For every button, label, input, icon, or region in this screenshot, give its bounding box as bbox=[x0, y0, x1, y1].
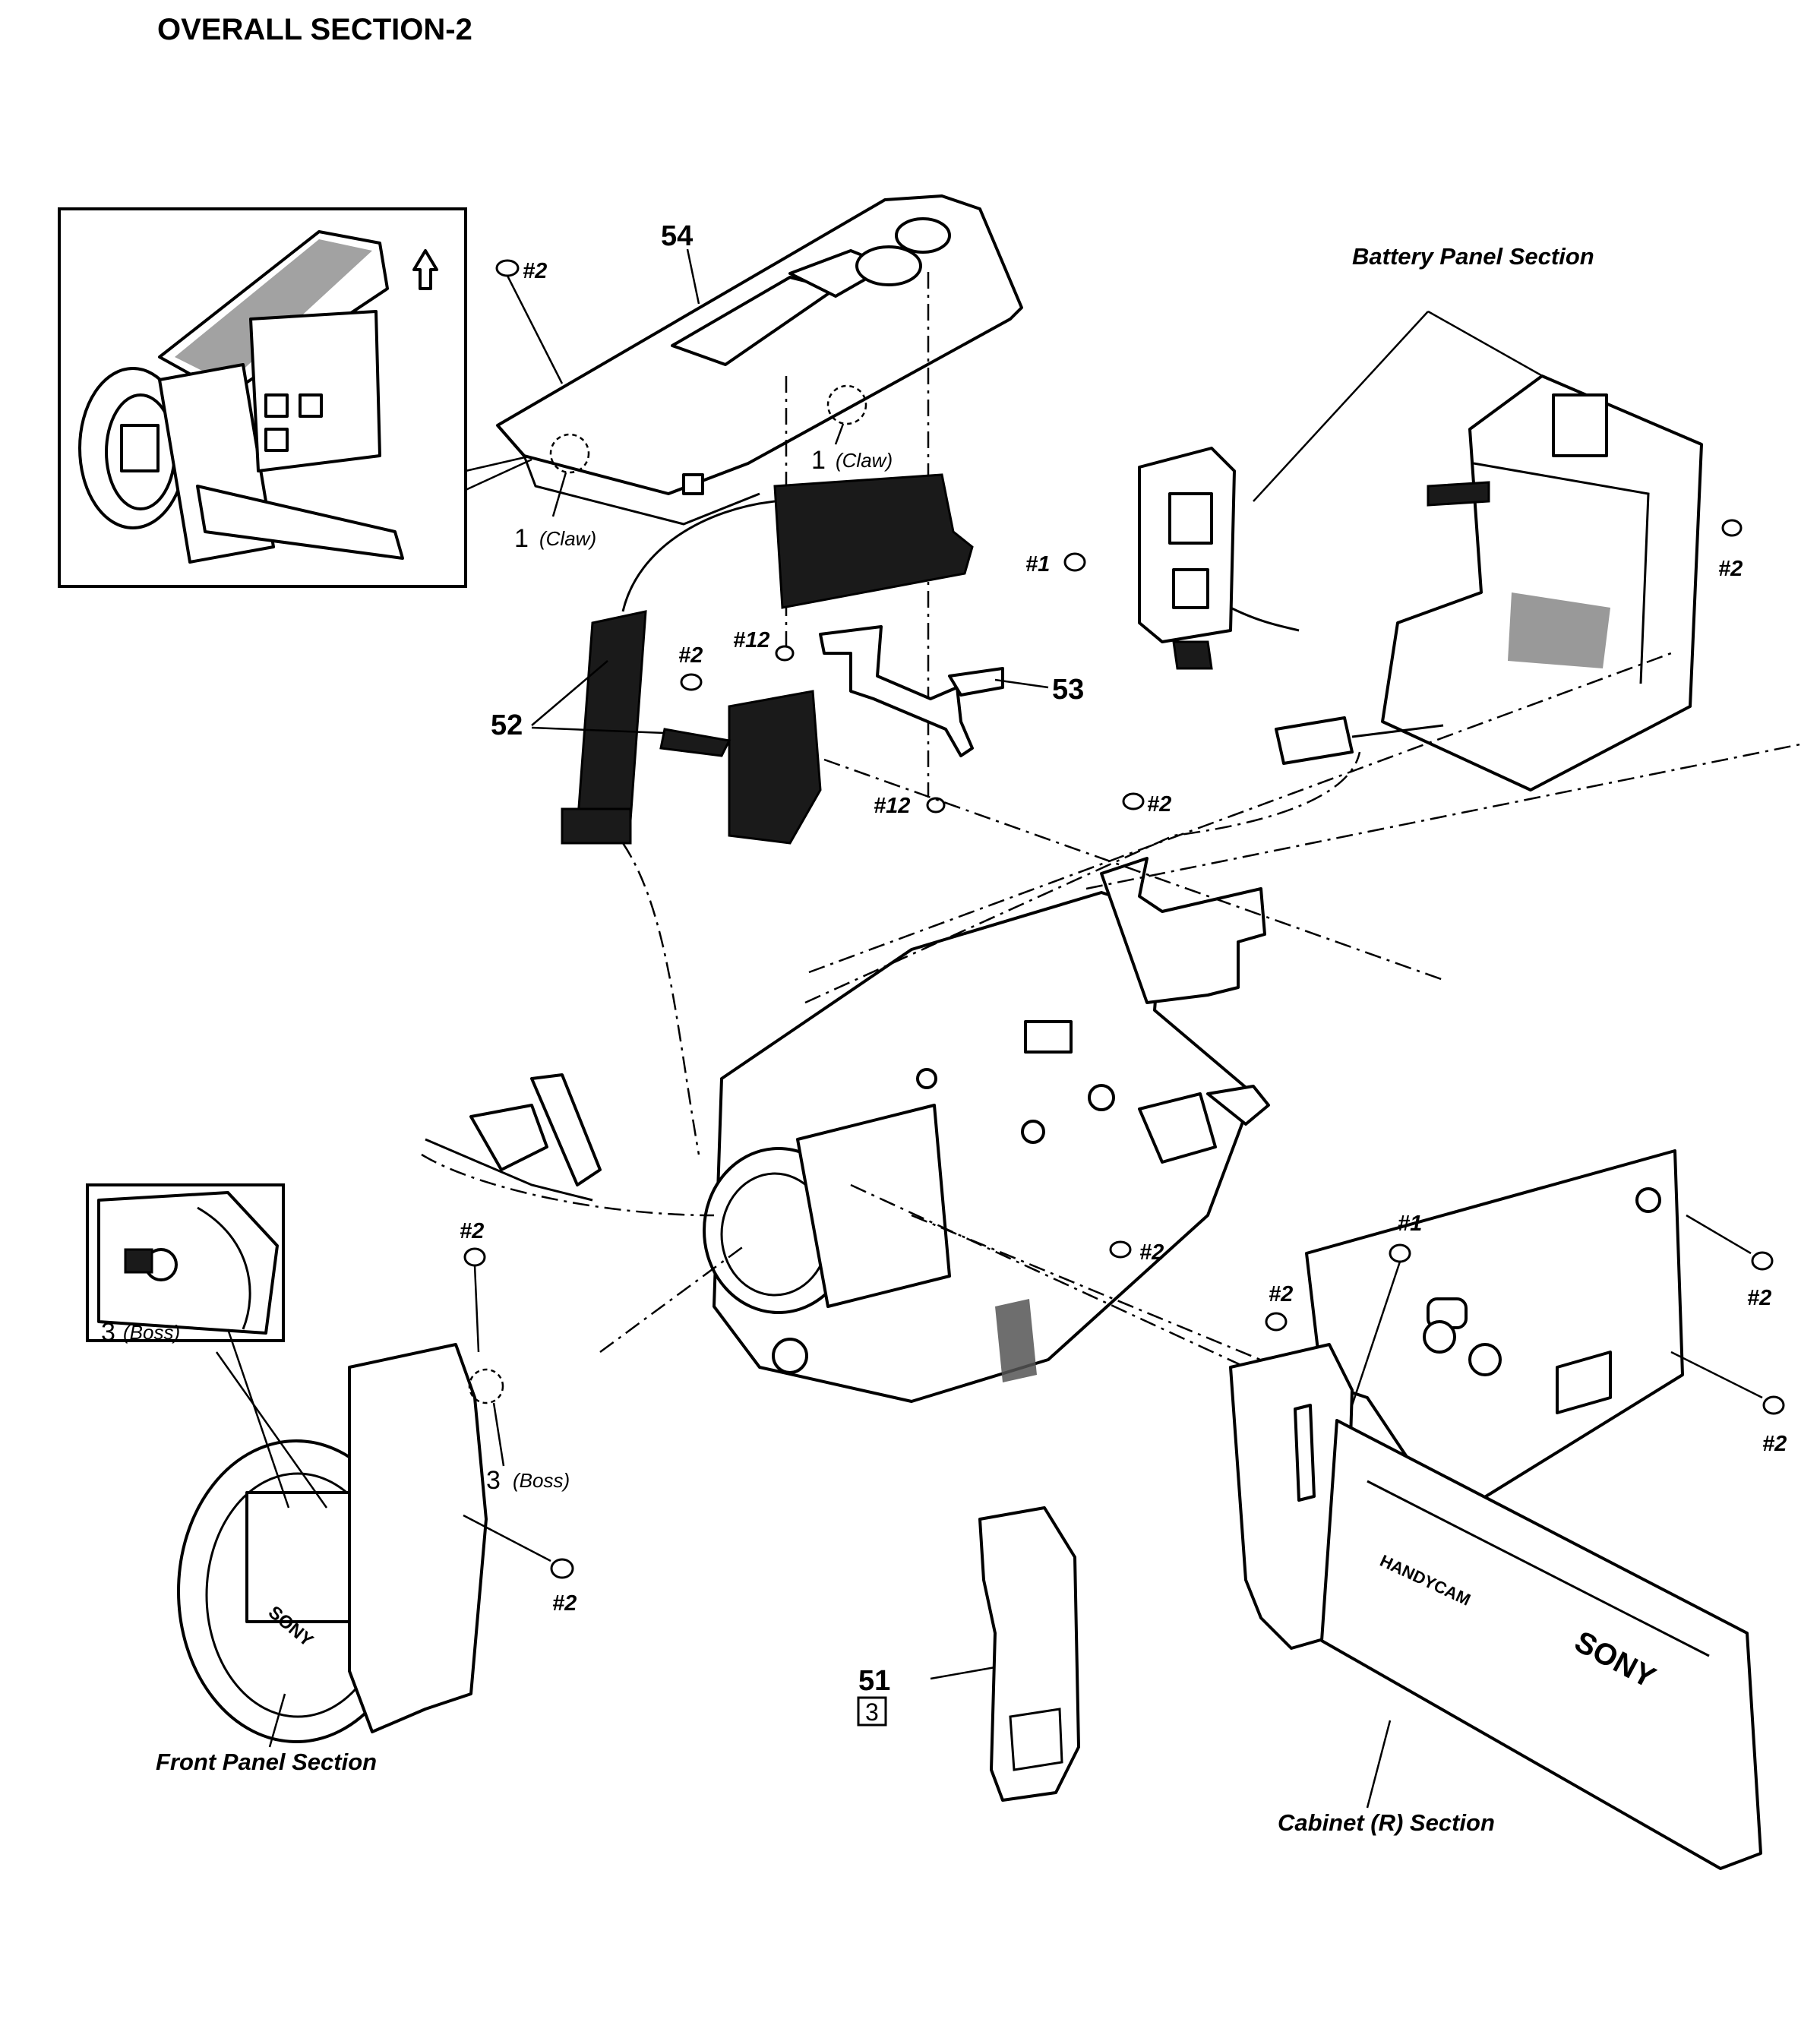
lcd-panel: SONY HANDYCAM bbox=[1320, 1419, 1762, 1870]
screw-label: #2 bbox=[1139, 1240, 1164, 1265]
screw-label: #2 bbox=[1762, 1432, 1787, 1456]
cabinet-r-frame bbox=[1305, 1149, 1684, 1505]
screw-label: #1 bbox=[1398, 1212, 1422, 1236]
inset-camcorder-drawing bbox=[78, 230, 438, 564]
screw-label: #2 bbox=[1747, 1286, 1771, 1310]
lcd-hinge bbox=[1229, 1343, 1354, 1650]
front-lens-ring: SONY bbox=[177, 1343, 488, 1743]
part-number-51: 51 bbox=[858, 1665, 890, 1697]
ref-box-51: 3 bbox=[865, 1698, 879, 1726]
part-number-53: 53 bbox=[1052, 674, 1084, 706]
boss-note-number: 3 bbox=[486, 1466, 501, 1495]
boss-note-text: (Boss) bbox=[123, 1321, 180, 1344]
screw-icon bbox=[495, 259, 564, 384]
part-number-54: 54 bbox=[661, 220, 693, 252]
screw-label: #12 bbox=[874, 794, 910, 818]
battery-connector bbox=[1275, 716, 1444, 765]
screw-label: #2 bbox=[1269, 1282, 1293, 1306]
reference-inset bbox=[58, 207, 532, 588]
boss-note-number: 3 bbox=[101, 1318, 115, 1347]
screw-label: #2 bbox=[460, 1219, 484, 1243]
screw-label: #2 bbox=[1147, 792, 1171, 817]
part-number-52: 52 bbox=[491, 709, 523, 741]
claw-note-text: (Claw) bbox=[836, 449, 893, 472]
screw-label: #1 bbox=[1025, 552, 1050, 577]
flex-board-assembly bbox=[561, 473, 974, 845]
front-panel-section-label: Front Panel Section bbox=[156, 1749, 377, 1775]
screw-label: #2 bbox=[1718, 557, 1743, 581]
battery-panel-left-block bbox=[1138, 447, 1300, 670]
lens-block-chassis bbox=[703, 857, 1270, 1403]
screw-label: #2 bbox=[523, 259, 547, 283]
small-flex-cable bbox=[425, 1073, 602, 1202]
claw-note-text: (Claw) bbox=[539, 527, 596, 550]
grip-belt bbox=[978, 1506, 1080, 1802]
top-cover bbox=[496, 194, 1023, 526]
front-panel-inset bbox=[86, 1183, 285, 1342]
claw-note-number: 1 bbox=[514, 524, 529, 553]
bracket bbox=[819, 625, 1004, 757]
page-title: OVERALL SECTION-2 bbox=[157, 13, 472, 46]
battery-panel-right-block bbox=[1381, 374, 1703, 791]
battery-panel-section-label: Battery Panel Section bbox=[1352, 243, 1594, 270]
screw-label: #12 bbox=[733, 628, 769, 652]
boss-note-text: (Boss) bbox=[513, 1469, 570, 1492]
cabinet-r-section-label: Cabinet (R) Section bbox=[1278, 1809, 1495, 1836]
screw-label: #2 bbox=[678, 643, 703, 668]
claw-note-number: 1 bbox=[811, 446, 826, 475]
screw-label: #2 bbox=[552, 1591, 577, 1616]
